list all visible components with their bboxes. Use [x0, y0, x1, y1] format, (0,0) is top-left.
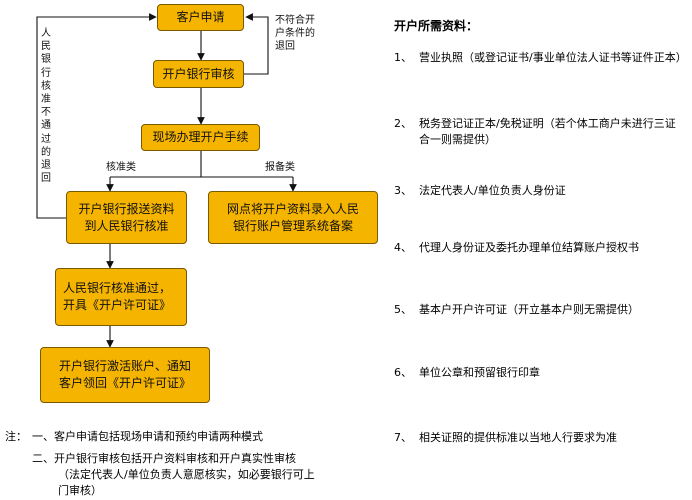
requirement-item: 1、 营业执照（或登记证书/事业单位法人证书等证件正本） — [394, 50, 687, 66]
apply-label: 客户申请 — [176, 10, 225, 24]
apply-box: 客户申请 — [157, 4, 244, 31]
record-system-box: 网点将开户资料录入人民 银行账户管理系统备案 — [208, 191, 378, 244]
arrow-pbc-reject-to-apply — [36, 13, 157, 219]
bank-reject-label: 不符合开 户条件的 退回 — [275, 15, 315, 52]
submit-pbc-line1: 开户银行报送资料 — [78, 201, 175, 216]
onsite-box: 现场办理开户手续 — [141, 124, 260, 151]
requirement-number: 5、 — [394, 303, 412, 316]
bank-review-box: 开户银行审核 — [153, 60, 244, 88]
note-1: 一、客户申请包括现场申请和预约申请两种模式 — [32, 430, 263, 443]
requirement-item: 7、 相关证照的提供标准以当地人行要求为准 — [394, 430, 686, 446]
requirement-number: 2、 — [394, 117, 412, 130]
requirement-item: 4、 代理人身份证及委托办理单位结算账户授权书 — [394, 240, 686, 256]
pbc-reject-label: 人 民 银 行 核 准 不 通 过 的 退 回 — [41, 28, 51, 185]
activate-box: 开户银行激活账户、通知 客户领回《开户许可证》 — [40, 347, 210, 403]
requirement-text: 营业执照（或登记证书/事业单位法人证书等证件正本） — [419, 51, 687, 64]
submit-pbc-line2: 到人民银行核准 — [84, 218, 169, 233]
requirement-item: 5、 基本户开户许可证（开立基本户则无需提供） — [394, 302, 686, 318]
submit-pbc-box: 开户银行报送资料 到人民银行核准 — [66, 191, 187, 244]
requirement-text: 法定代表人/单位负责人身份证 — [419, 184, 566, 197]
onsite-label: 现场办理开户手续 — [152, 130, 249, 144]
requirement-number: 6、 — [394, 366, 412, 379]
requirement-text: 代理人身份证及委托办理单位结算账户授权书 — [419, 241, 639, 254]
notes-label: 注： — [5, 430, 27, 443]
record-type-label: 报备类 — [265, 162, 295, 173]
requirement-number: 3、 — [394, 184, 412, 197]
record-system-line2: 银行账户管理系统备案 — [232, 218, 353, 233]
record-system-line1: 网点将开户资料录入人民 — [226, 201, 359, 216]
requirements-title: 开户所需资料： — [394, 19, 479, 33]
requirement-number: 1、 — [394, 51, 412, 64]
requirement-text: 税务登记证正本/免税证明（若个体工商户未进行三证合一则需提供） — [419, 117, 676, 146]
approval-type-label: 核准类 — [106, 162, 136, 173]
arrow-reject-to-apply — [244, 13, 269, 75]
requirement-item: 6、 单位公章和预留银行印章 — [394, 365, 686, 381]
requirement-number: 4、 — [394, 241, 412, 254]
requirement-number: 7、 — [394, 431, 412, 444]
requirement-text: 基本户开户许可证（开立基本户则无需提供） — [419, 303, 639, 316]
note-2-line2: （法定代表人/单位负责人意愿核实，如必要银行可上 — [58, 468, 315, 481]
requirement-item: 3、 法定代表人/单位负责人身份证 — [394, 183, 686, 199]
requirement-text: 单位公章和预留银行印章 — [419, 366, 540, 379]
note-2-line3: 门审核） — [58, 484, 102, 497]
activate-line2: 客户领回《开户许可证》 — [58, 376, 191, 390]
note-2-line1: 二、开户银行审核包括开户资料审核和开户真实性审核 — [32, 452, 296, 465]
bank-review-label: 开户银行审核 — [162, 66, 235, 81]
activate-line1: 开户银行激活账户、通知 — [58, 359, 191, 373]
pbc-approved-line2: 开具《开户许可证》 — [63, 298, 172, 312]
pbc-approved-line1: 人民银行核准通过， — [63, 281, 172, 295]
pbc-approved-box: 人民银行核准通过， 开具《开户许可证》 — [55, 268, 187, 326]
requirement-item: 2、 税务登记证正本/免税证明（若个体工商户未进行三证合一则需提供） — [394, 116, 686, 148]
requirement-text: 相关证照的提供标准以当地人行要求为准 — [419, 431, 617, 444]
